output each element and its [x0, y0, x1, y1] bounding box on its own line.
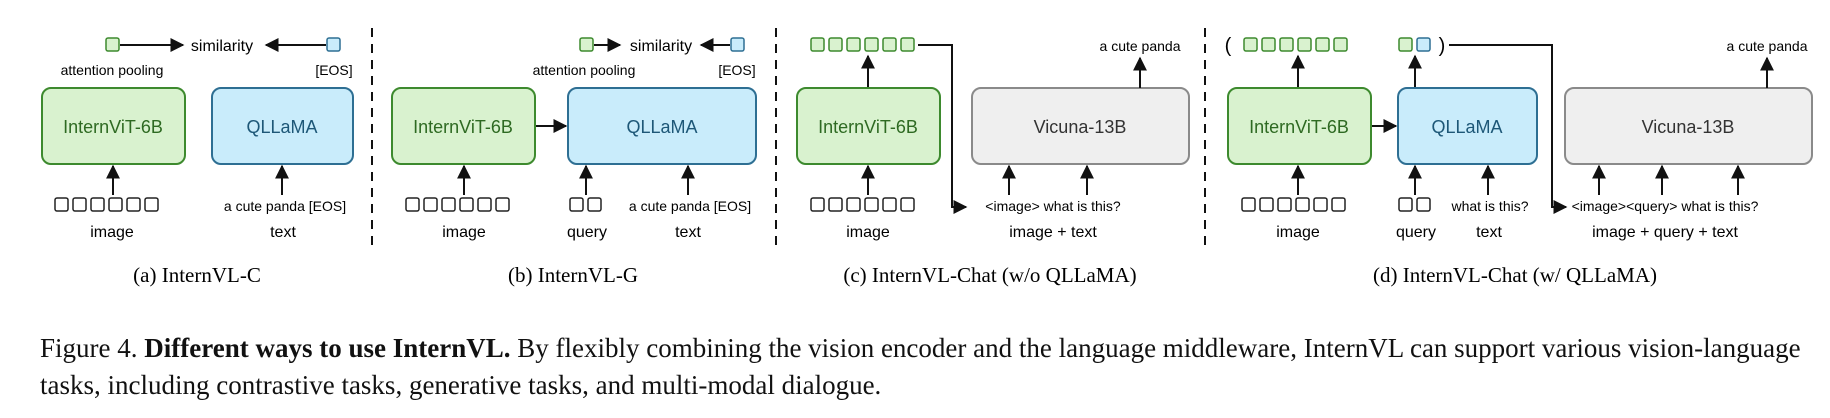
eos-token	[326, 37, 341, 52]
query-tokens	[1398, 197, 1431, 212]
image-plus-query-plus-text-label: image + query + text	[1592, 224, 1738, 241]
image-tokens	[405, 197, 510, 212]
text-label: text	[1476, 224, 1502, 241]
connector-arrow	[1449, 44, 1568, 214]
subcaption-b: (b) InternVL-G	[508, 263, 638, 287]
query-label: query	[567, 224, 607, 241]
similarity-label: similarity	[191, 38, 253, 55]
image-label: image	[1276, 224, 1320, 241]
prompt-text: <image> what is this?	[985, 198, 1121, 214]
output-text: a cute panda	[1727, 38, 1808, 54]
eos-token	[730, 37, 745, 52]
vit-output-tokens	[810, 37, 915, 52]
internvit-box	[1227, 87, 1372, 165]
prompt-text: <image><query> what is this?	[1572, 198, 1759, 214]
panel-d: ( ) InternViT-6B QLLaMA Vicuna-13B a cut…	[1225, 35, 1813, 287]
figure-caption: Figure 4. Different ways to use InternVL…	[40, 330, 1820, 404]
panel-c: InternViT-6B Vicuna-13B a cute panda <im…	[796, 37, 1190, 287]
image-plus-text-label: image + text	[1009, 224, 1097, 241]
qllama-box	[211, 87, 354, 165]
text-label: text	[270, 224, 296, 241]
qllama-box	[1397, 87, 1538, 165]
vit-output-tokens	[1243, 37, 1348, 52]
text-input-label: a cute panda [EOS]	[224, 198, 346, 214]
question-text: what is this?	[1450, 198, 1528, 214]
panel-a: similarity attention pooling [EOS] Inter…	[41, 37, 354, 287]
vit-token	[579, 37, 594, 52]
connector-arrow	[918, 44, 968, 214]
query-tokens	[569, 197, 602, 212]
vicuna-label: Vicuna-13B	[1642, 117, 1735, 137]
vicuna-label: Vicuna-13B	[1034, 117, 1127, 137]
similarity-label: similarity	[630, 38, 692, 55]
internvit-label: InternViT-6B	[63, 117, 163, 137]
qllama-label: QLLaMA	[626, 117, 697, 137]
caption-body: By flexibly combining the vision encoder…	[40, 333, 1801, 400]
image-tokens	[810, 197, 915, 212]
output-text: a cute panda	[1100, 38, 1181, 54]
subcaption-c: (c) InternVL-Chat (w/o QLLaMA)	[843, 263, 1136, 287]
attention-pooling-label: attention pooling	[61, 62, 164, 78]
internvit-box	[41, 87, 186, 165]
panel-b: similarity attention pooling [EOS] Inter…	[391, 37, 757, 287]
internvit-box	[796, 87, 941, 165]
caption-prefix: Figure 4.	[40, 333, 145, 363]
image-label: image	[846, 224, 890, 241]
vit-token	[105, 37, 120, 52]
internvit-label: InternViT-6B	[818, 117, 918, 137]
query-label: query	[1396, 224, 1436, 241]
internvl-diagram: similarity attention pooling [EOS] Inter…	[41, 28, 1813, 287]
open-bracket: (	[1225, 35, 1232, 57]
eos-label: [EOS]	[315, 62, 352, 78]
internvit-box	[391, 87, 536, 165]
subcaption-a: (a) InternVL-C	[133, 263, 261, 287]
text-label: text	[675, 224, 701, 241]
attention-pooling-label: attention pooling	[533, 62, 636, 78]
image-label: image	[90, 224, 134, 241]
internvit-label: InternViT-6B	[1249, 117, 1349, 137]
qllama-label: QLLaMA	[1431, 117, 1502, 137]
qllama-label: QLLaMA	[246, 117, 317, 137]
internvit-label: InternViT-6B	[413, 117, 513, 137]
text-input-label: a cute panda [EOS]	[629, 198, 751, 214]
caption-bold: Different ways to use InternVL.	[144, 333, 511, 363]
close-bracket: )	[1439, 35, 1446, 57]
vicuna-box	[1564, 87, 1813, 165]
eos-label: [EOS]	[718, 62, 755, 78]
query-output-tokens	[1398, 37, 1431, 52]
image-label: image	[442, 224, 486, 241]
qllama-box	[567, 87, 757, 165]
image-tokens	[54, 197, 159, 212]
subcaption-d: (d) InternVL-Chat (w/ QLLaMA)	[1373, 263, 1657, 287]
vicuna-box	[971, 87, 1190, 165]
image-tokens	[1241, 197, 1346, 212]
